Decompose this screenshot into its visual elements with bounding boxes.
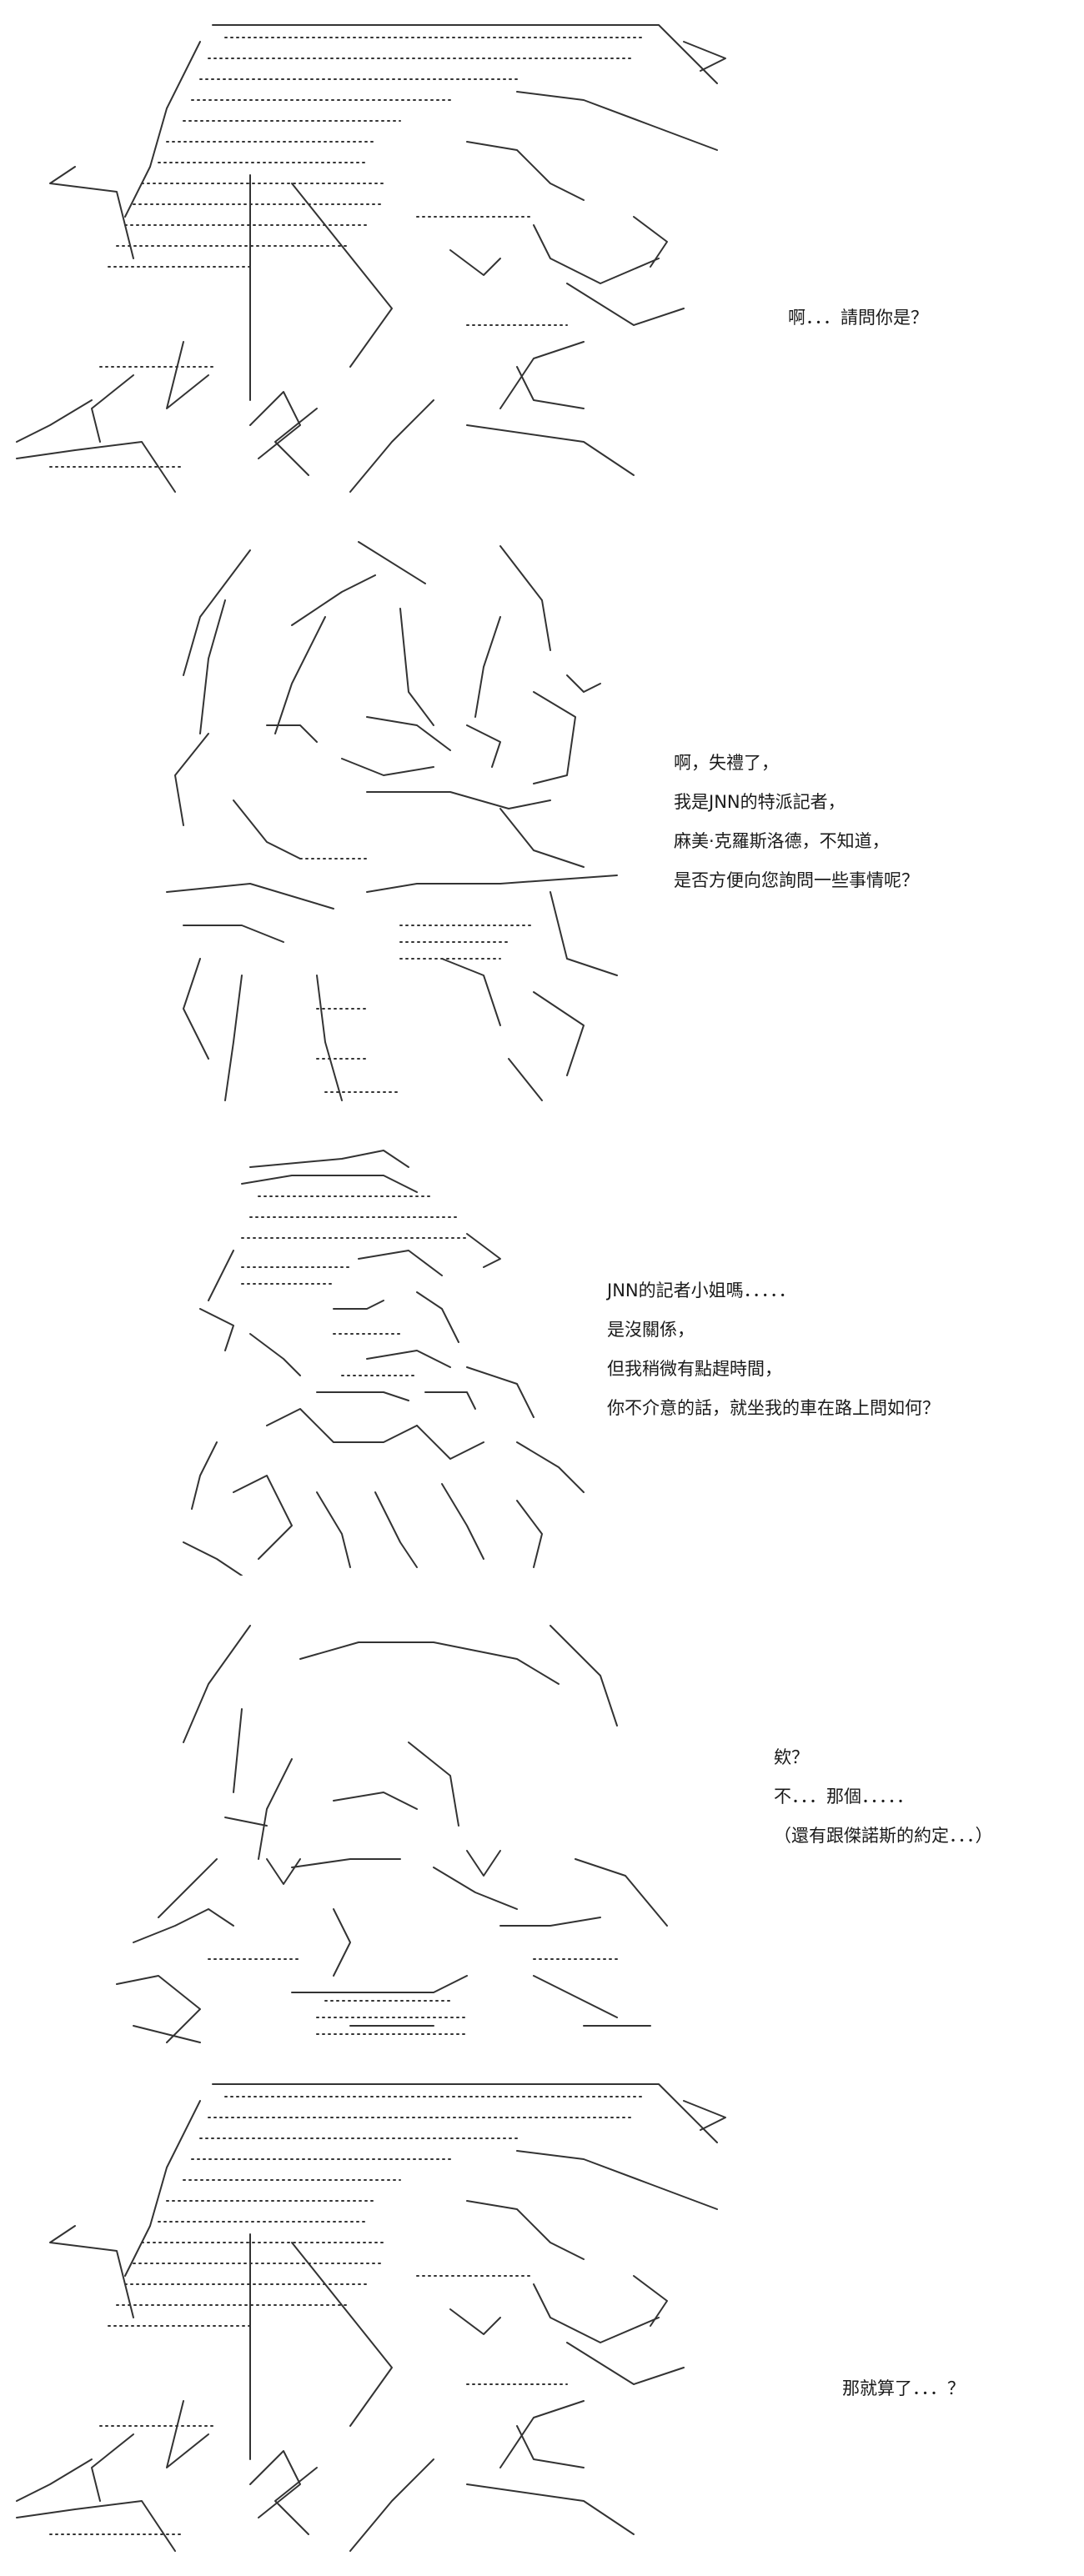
dialogue-line: 欸？	[774, 1747, 809, 1767]
man-with-cigarette-art	[167, 1142, 650, 1576]
panel-1-dialogue: 啊．．．請問你是？	[788, 298, 928, 338]
dialogue-line: 啊，失禮了，	[674, 753, 779, 773]
dialogue-line: 我是JNN的特派記者，	[674, 792, 846, 812]
dialogue-line: （還有跟傑諾斯的約定．．．）	[774, 1826, 993, 1846]
hat-character-drawing	[16, 24, 726, 493]
comic-panel-2: 啊，失禮了， 我是JNN的特派記者， 麻美·克羅斯洛德，不知道， 是否方便向您詢…	[0, 509, 1084, 1125]
dialogue-line: 啊．．．請問你是？	[788, 308, 928, 328]
dialogue-line: JNN的記者小姐嗎．．．．．	[607, 1280, 796, 1301]
comic-panel-4: 欸？ 不．．．那個．．．．． （還有跟傑諾斯的約定．．．）	[0, 1592, 1084, 2059]
panel-3-dialogue: JNN的記者小姐嗎．．．．． 是沒關係， 但我稍微有點趕時間， 你不介意的話，就…	[607, 1271, 940, 1428]
hat-character-art	[0, 2067, 750, 2568]
reporter-girl-drawing	[166, 541, 618, 1101]
comic-panel-1: 啊．．．請問你是？	[0, 0, 1084, 509]
dialogue-line: 是沒關係，	[607, 1320, 695, 1340]
surprised-girl-drawing	[116, 1625, 668, 2043]
man-with-cigarette-drawing	[183, 1150, 585, 1576]
dialogue-line: 麻美·克羅斯洛德，不知道，	[674, 831, 890, 851]
dialogue-line: 但我稍微有點趕時間，	[607, 1359, 782, 1379]
hat-character-art	[0, 8, 750, 500]
dialogue-line: 是否方便向您詢問一些事情呢？	[674, 870, 919, 890]
surprised-girl-art	[83, 1609, 700, 2051]
reporter-girl-art	[150, 525, 650, 1109]
dialogue-line: 你不介意的話，就坐我的車在路上問如何？	[607, 1398, 940, 1418]
panel-5-dialogue: 那就算了．．．？	[842, 2369, 965, 2408]
comic-panel-5: 那就算了．．．？	[0, 2059, 1084, 2576]
dialogue-line: 不．．．那個．．．．．	[774, 1787, 914, 1807]
panel-4-dialogue: 欸？ 不．．．那個．．．．． （還有跟傑諾斯的約定．．．）	[774, 1738, 993, 1856]
dialogue-line: 那就算了．．．？	[842, 2378, 965, 2398]
panel-2-dialogue: 啊，失禮了， 我是JNN的特派記者， 麻美·克羅斯洛德，不知道， 是否方便向您詢…	[674, 744, 919, 900]
hat-character-drawing	[16, 2083, 726, 2552]
comic-panel-3: JNN的記者小姐嗎．．．．． 是沒關係， 但我稍微有點趕時間， 你不介意的話，就…	[0, 1125, 1084, 1592]
